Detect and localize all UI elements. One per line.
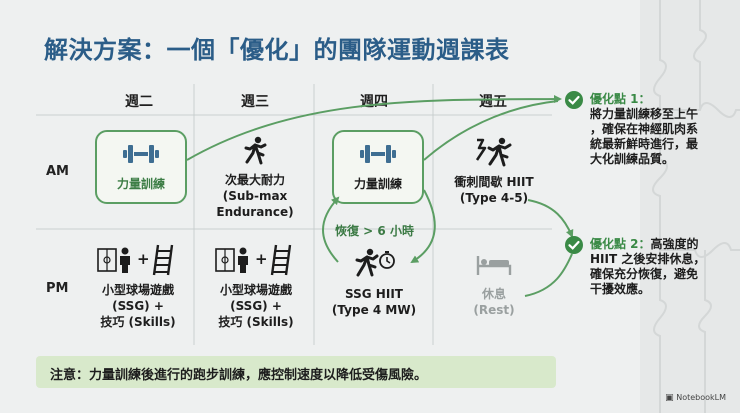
caution-text: 注意：力量訓練後進行的跑步訓練，應控制速度以降低受傷風險。: [50, 368, 428, 383]
optimization-2-head-rest: 高強度的: [650, 237, 699, 251]
day-header-thu: 週四: [360, 94, 388, 110]
optimization-1-title: 優化點 1：: [590, 92, 651, 106]
puzzle-background: [640, 0, 740, 413]
brand-watermark: ▣ NotebookLM: [665, 393, 726, 403]
cell-text: 休息: [481, 287, 506, 301]
bed-icon: [476, 256, 512, 275]
team-field-icon: [215, 247, 248, 273]
cell-text: 次最大耐力: [224, 173, 285, 187]
cell-text: (Type 4 MW): [331, 303, 417, 317]
optimization-2-line: 干擾效應。: [590, 282, 651, 296]
optimization-2-title: 優化點 2：: [590, 237, 651, 251]
cell-text: 小型球場遊戲: [219, 283, 292, 297]
cell-text: (SSG) +: [230, 299, 282, 313]
cell-am-thu: 力量訓練: [332, 143, 424, 192]
cell-pm-wed: + 小型球場遊戲 (SSG) + 技巧 (Skills): [200, 244, 312, 330]
cell-text: 小型球場遊戲: [101, 283, 174, 297]
cell-text: (Sub-max: [222, 189, 288, 203]
cell-am-fri: 衝刺間歇 HIIT (Type 4-5): [438, 136, 550, 206]
cell-text: 技巧 (Skills): [100, 315, 176, 329]
cell-text: (Rest): [473, 303, 515, 317]
optimization-note-1: 優化點 1： 將力量訓練移至上午 ，確保在神經肌肉系 統最新鮮時進行，最 大化訓…: [590, 92, 698, 167]
optimization-1-line: ，確保在神經肌肉系: [590, 122, 699, 136]
cell-text: (Type 4-5): [459, 191, 529, 205]
dumbbell-icon: [123, 145, 159, 163]
dumbbell-icon: [360, 145, 396, 163]
check-circle-icon: [565, 91, 583, 109]
cell-text: 力量訓練: [116, 177, 165, 191]
slide-title: 解決方案：一個「優化」的團隊運動週課表: [44, 36, 510, 64]
sprint-runner-icon: [475, 137, 512, 167]
strength-card-tue: [95, 130, 187, 204]
day-header-tue: 週二: [125, 94, 153, 110]
optimization-2-line: 確保充分恢復，避免: [590, 267, 699, 281]
plus-icon: +: [255, 250, 268, 268]
day-header-fri: 週五: [479, 94, 507, 110]
row-label-am: AM: [46, 164, 69, 179]
cell-am-wed: 次最大耐力 (Sub-max Endurance): [200, 136, 310, 220]
brand-text: NotebookLM: [676, 393, 726, 402]
row-label-pm: PM: [46, 281, 69, 296]
cell-text: 衝刺間歇 HIIT: [454, 175, 534, 189]
recovery-label: 恢復 > 6 小時: [335, 224, 414, 238]
optimization-2-line: HIIT 之後安排休息，: [590, 252, 706, 266]
cell-am-tue: 力量訓練: [95, 143, 187, 192]
cell-text: 技巧 (Skills): [218, 315, 294, 329]
ladder-icon: [152, 244, 174, 276]
cell-text: SSG HIIT: [345, 287, 403, 301]
runner-icon: [244, 136, 267, 165]
team-field-icon: [97, 247, 130, 273]
cell-pm-fri: 休息 (Rest): [438, 254, 550, 318]
cell-text: (SSG) +: [112, 299, 164, 313]
timer-runner-icon: [355, 248, 395, 277]
cell-pm-tue: + 小型球場遊戲 (SSG) + 技巧 (Skills): [82, 244, 194, 330]
cell-pm-thu: SSG HIIT (Type 4 MW): [318, 248, 430, 318]
optimization-1-line: 大化訓練品質。: [590, 152, 675, 166]
caution-banner: 注意：力量訓練後進行的跑步訓練，應控制速度以降低受傷風險。: [36, 356, 556, 388]
optimization-1-line: 統最新鮮時進行，最: [590, 137, 699, 151]
cell-text: Endurance): [216, 205, 294, 219]
optimization-note-2: 優化點 2：高強度的 HIIT 之後安排休息， 確保充分恢復，避免 干擾效應。: [590, 237, 705, 297]
notebook-logo-icon: ▣: [665, 393, 674, 403]
check-circle-icon: [565, 236, 583, 254]
cell-text: 力量訓練: [353, 177, 402, 191]
optimization-1-line: 將力量訓練移至上午: [590, 107, 699, 121]
day-header-wed: 週三: [241, 94, 269, 110]
ladder-icon: [270, 244, 292, 276]
plus-icon: +: [137, 250, 150, 268]
